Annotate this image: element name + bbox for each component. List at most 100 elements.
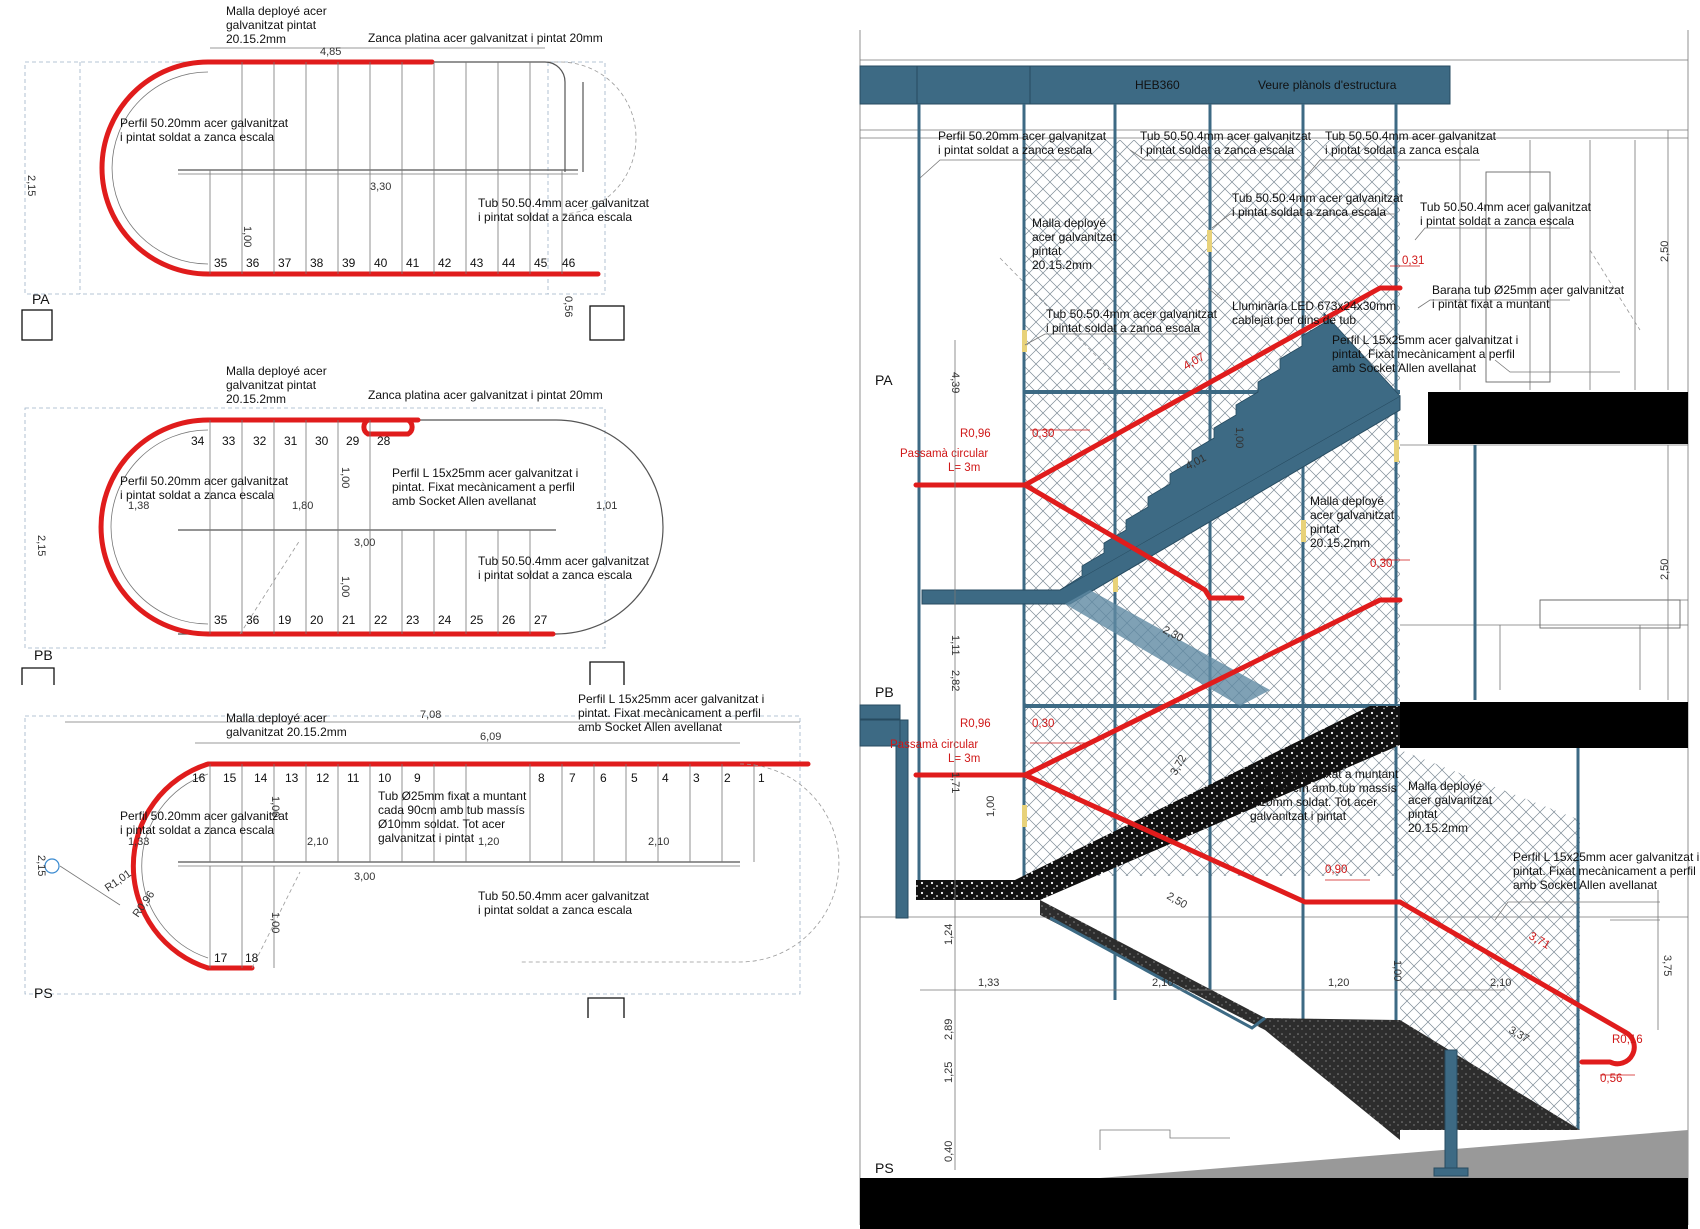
dim: 1,33	[978, 977, 999, 989]
plan-pa-red-handrail	[99, 59, 601, 277]
step-number: 18	[245, 951, 259, 965]
plan-pb-dim-step-a: 1,00	[339, 467, 351, 488]
step-number: 15	[223, 771, 237, 785]
dim: 2,89	[943, 1019, 955, 1040]
note-line: Tub 50.50.4mm acer galvanitzat	[1420, 200, 1592, 214]
heb360-beam-lines	[916, 66, 1031, 104]
note-line: Ø10mm soldat. Tot acer	[1250, 795, 1377, 809]
section-counter	[1539, 599, 1681, 629]
led-light	[1022, 805, 1027, 827]
handrail-upper	[913, 285, 1403, 488]
dim-red: 0,30	[1032, 718, 1054, 730]
dim: 2,10	[1152, 977, 1173, 989]
note-line: Perfil L 15x25mm acer galvanitzat i	[578, 692, 764, 706]
note-line: Perfil 50.20mm acer galvanitzat	[120, 116, 289, 130]
note-line: i pintat soldat a zanca escala	[478, 210, 632, 224]
plan-pb-red-handrail	[98, 417, 556, 637]
dim-red: R0,96	[960, 428, 991, 440]
plan-ps-dim-width: 2,15	[35, 855, 47, 876]
handrail-middle	[913, 597, 1403, 778]
dim: 2,10	[1490, 977, 1511, 989]
dim: 1,00	[1233, 427, 1245, 448]
plan-pa-outer-edge	[200, 61, 566, 172]
note-line: Malla deployé	[1032, 216, 1106, 230]
note-line: amb Socket Allen avellanat	[578, 720, 723, 734]
step-number: 13	[285, 771, 299, 785]
note-line: Passamà circular	[900, 448, 988, 460]
step-number: 42	[438, 256, 452, 270]
plan-pb-dim-step-b: 1,00	[339, 576, 351, 597]
plan-pb-dim-inner: 3,00	[354, 537, 375, 549]
note-line: pintat	[1310, 522, 1340, 536]
step-number: 40	[374, 256, 388, 270]
section-level-pb: PB	[875, 684, 894, 700]
plan-ps-frame	[24, 715, 801, 995]
plan-pb-dim-right: 1,01	[596, 500, 617, 512]
handrail-upper-return	[1022, 482, 1245, 601]
note-line: i pintat soldat a zanca escala	[120, 488, 274, 502]
note-line: pintat. Fixat mecànicament a perfil	[1332, 347, 1515, 361]
slab-ps	[860, 1178, 1688, 1229]
step-number: 7	[569, 771, 576, 785]
ps-column	[1444, 1049, 1458, 1171]
section-ceiling-lines	[860, 129, 1688, 139]
plan-pa-notes: Malla deployé acer galvanitzat pintat 20…	[120, 4, 650, 224]
plan-ps-axis-marker	[44, 858, 60, 874]
note-line: i pintat soldat a zanca escala	[1140, 143, 1294, 157]
dim: 0,40	[943, 1141, 955, 1162]
note-line: cada 90cm amb tub massís	[378, 803, 525, 817]
plan-pa-dim-length: 4,85	[320, 46, 341, 58]
dim: 1,00	[985, 796, 997, 817]
step-number: 45	[534, 256, 548, 270]
dim-red: 0,31	[1402, 255, 1424, 267]
slab-pb	[1400, 702, 1688, 748]
plan-pa-dash-curve	[176, 61, 637, 215]
note-line: Passamà circular	[890, 739, 978, 751]
note-line: i pintat soldat a zanca escala	[1232, 205, 1386, 219]
step-number: 36	[246, 256, 260, 270]
note-line: Tub 50.50.4mm acer galvanitzat	[1140, 129, 1312, 143]
step-number: 28	[377, 434, 391, 448]
note-line: Zanca platina acer galvanitzat i pintat …	[368, 388, 603, 402]
note-line: pintat	[1032, 244, 1062, 258]
ground-step	[1099, 1129, 1230, 1150]
section-red-dims: 0,31 4,07 R0,96 0,30 0,30 R0,96 0,30 0,9…	[960, 255, 1643, 1085]
plan-ps-marker	[587, 997, 625, 1018]
step-number: 20	[310, 613, 324, 627]
plan-ps-dim-d: 2,10	[648, 836, 669, 848]
dim-red: 0,30	[1370, 558, 1392, 570]
dim: 2,50	[1659, 241, 1671, 262]
pb-column	[895, 719, 909, 919]
pb-beam-stub	[859, 719, 901, 747]
note-line: i pintat fixat a muntant	[1432, 297, 1550, 311]
note-line: Barana tub Ø25mm acer galvanitzat	[1432, 283, 1625, 297]
note-line: i pintat soldat a zanca escala	[120, 823, 274, 837]
note-line: 20.15.2mm	[1032, 258, 1092, 272]
step-number: 8	[538, 771, 545, 785]
plan-pa-marker-box	[21, 309, 53, 341]
section-frame-sides	[859, 30, 1689, 1225]
note-line: Tub 50.50.4mm acer galvanitzat	[1046, 307, 1218, 321]
dim: 2,82	[949, 670, 961, 691]
note-line: galvanitzat i pintat	[378, 831, 475, 845]
plan-ps-step-lines	[209, 764, 755, 969]
step-number: 11	[347, 771, 360, 785]
heb360-beam	[859, 65, 1451, 105]
plan-ps-dim-total: 7,08	[420, 709, 441, 721]
step-number: 25	[470, 613, 484, 627]
note-line: Malla deployé acer	[226, 4, 327, 18]
plan-ps: 7,08 6,09 2,15 1,33 2,10 1,20 2,10 3,00 …	[24, 692, 840, 1018]
plan-pb: 2,15 1,38 1,80 1,01 3,00 1,00 1,00 34 33…	[21, 364, 664, 685]
note-line: amb Socket Allen avellanat	[392, 494, 537, 508]
plan-ps-dim-step-b: 1,00	[269, 912, 281, 933]
step-number: 30	[315, 434, 329, 448]
step-number: 41	[406, 256, 420, 270]
note-line: acer galvanitzat	[1310, 508, 1395, 522]
pb-beam-end	[859, 704, 901, 720]
note-line: i pintat soldat a zanca escala	[478, 903, 632, 917]
plan-pa-guides	[79, 62, 549, 294]
note-line: galvanitzat i pintat	[1250, 809, 1347, 823]
plan-ps-notes: Malla deployé acer galvanitzat 20.15.2mm…	[120, 692, 764, 917]
step-number: 6	[600, 771, 607, 785]
note-line: Tub Ø25mm fixat a muntant	[378, 789, 527, 803]
